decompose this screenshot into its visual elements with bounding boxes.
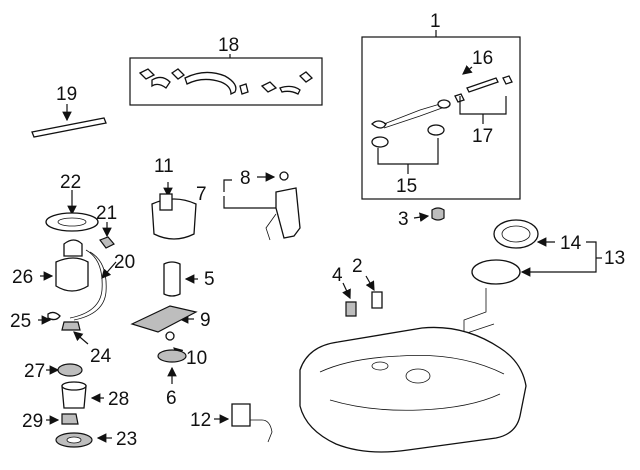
callout-18: 18 <box>218 35 239 56</box>
clip-part <box>99 236 115 249</box>
pump-box-parts <box>371 75 513 148</box>
oring-part <box>279 171 289 181</box>
callout-29: 29 <box>22 411 43 432</box>
callout-14: 14 <box>560 233 582 254</box>
callout-labels: 1 2 3 4 5 6 7 8 9 10 11 12 13 14 15 16 1… <box>10 11 625 450</box>
pump-part <box>163 261 181 297</box>
callout-17: 17 <box>472 126 493 147</box>
callout-28: 28 <box>108 389 129 410</box>
callout-23: 23 <box>116 429 137 450</box>
bracket-part <box>130 305 198 333</box>
sender-plate-part <box>471 259 521 285</box>
hose-part <box>69 249 103 319</box>
pump-body-part <box>151 198 197 240</box>
callout-22: 22 <box>60 172 81 193</box>
retainer-part <box>61 413 79 425</box>
callout-20: 20 <box>114 252 135 273</box>
callout-16: 16 <box>472 48 493 69</box>
cap-part <box>61 321 81 331</box>
callout-8: 8 <box>240 168 251 189</box>
left-parts <box>31 117 115 448</box>
callout-11: 11 <box>154 156 174 177</box>
clamp-part <box>47 311 61 321</box>
callout-10: 10 <box>186 348 207 369</box>
pump-assembly-box <box>361 36 521 200</box>
callout-6: 6 <box>166 388 177 409</box>
hose-kit-box <box>129 57 323 106</box>
valve-part <box>345 301 357 317</box>
callout-15: 15 <box>396 176 417 197</box>
rod-part <box>31 117 107 138</box>
middle-parts <box>130 171 301 443</box>
callout-1: 1 <box>430 11 441 32</box>
callout-19: 19 <box>56 84 77 105</box>
callout-25: 25 <box>10 311 31 332</box>
fuel-tank <box>299 326 527 453</box>
callout-4: 4 <box>332 265 343 286</box>
plug-part <box>431 207 445 221</box>
callout-7: 7 <box>196 184 207 205</box>
gasket-part <box>45 212 99 232</box>
seal-part <box>57 363 83 377</box>
leader-lines <box>38 30 602 443</box>
callout-13: 13 <box>604 248 625 269</box>
callout-9: 9 <box>200 310 211 331</box>
right-parts <box>345 207 539 335</box>
callout-27: 27 <box>24 361 45 382</box>
filter-part <box>55 257 89 292</box>
callout-21: 21 <box>96 203 117 224</box>
pump-module-part <box>275 187 301 239</box>
hose-kit-parts <box>138 68 314 96</box>
callout-26: 26 <box>12 267 33 288</box>
tank-ring-part <box>493 219 539 249</box>
callout-2: 2 <box>352 256 363 277</box>
sender-gauge-part <box>231 403 251 427</box>
callout-5: 5 <box>204 269 215 290</box>
callout-12: 12 <box>190 410 211 431</box>
callout-24: 24 <box>90 346 112 367</box>
gauge-base-part <box>157 349 187 363</box>
washer-part <box>165 331 175 341</box>
callout-3: 3 <box>398 209 409 230</box>
